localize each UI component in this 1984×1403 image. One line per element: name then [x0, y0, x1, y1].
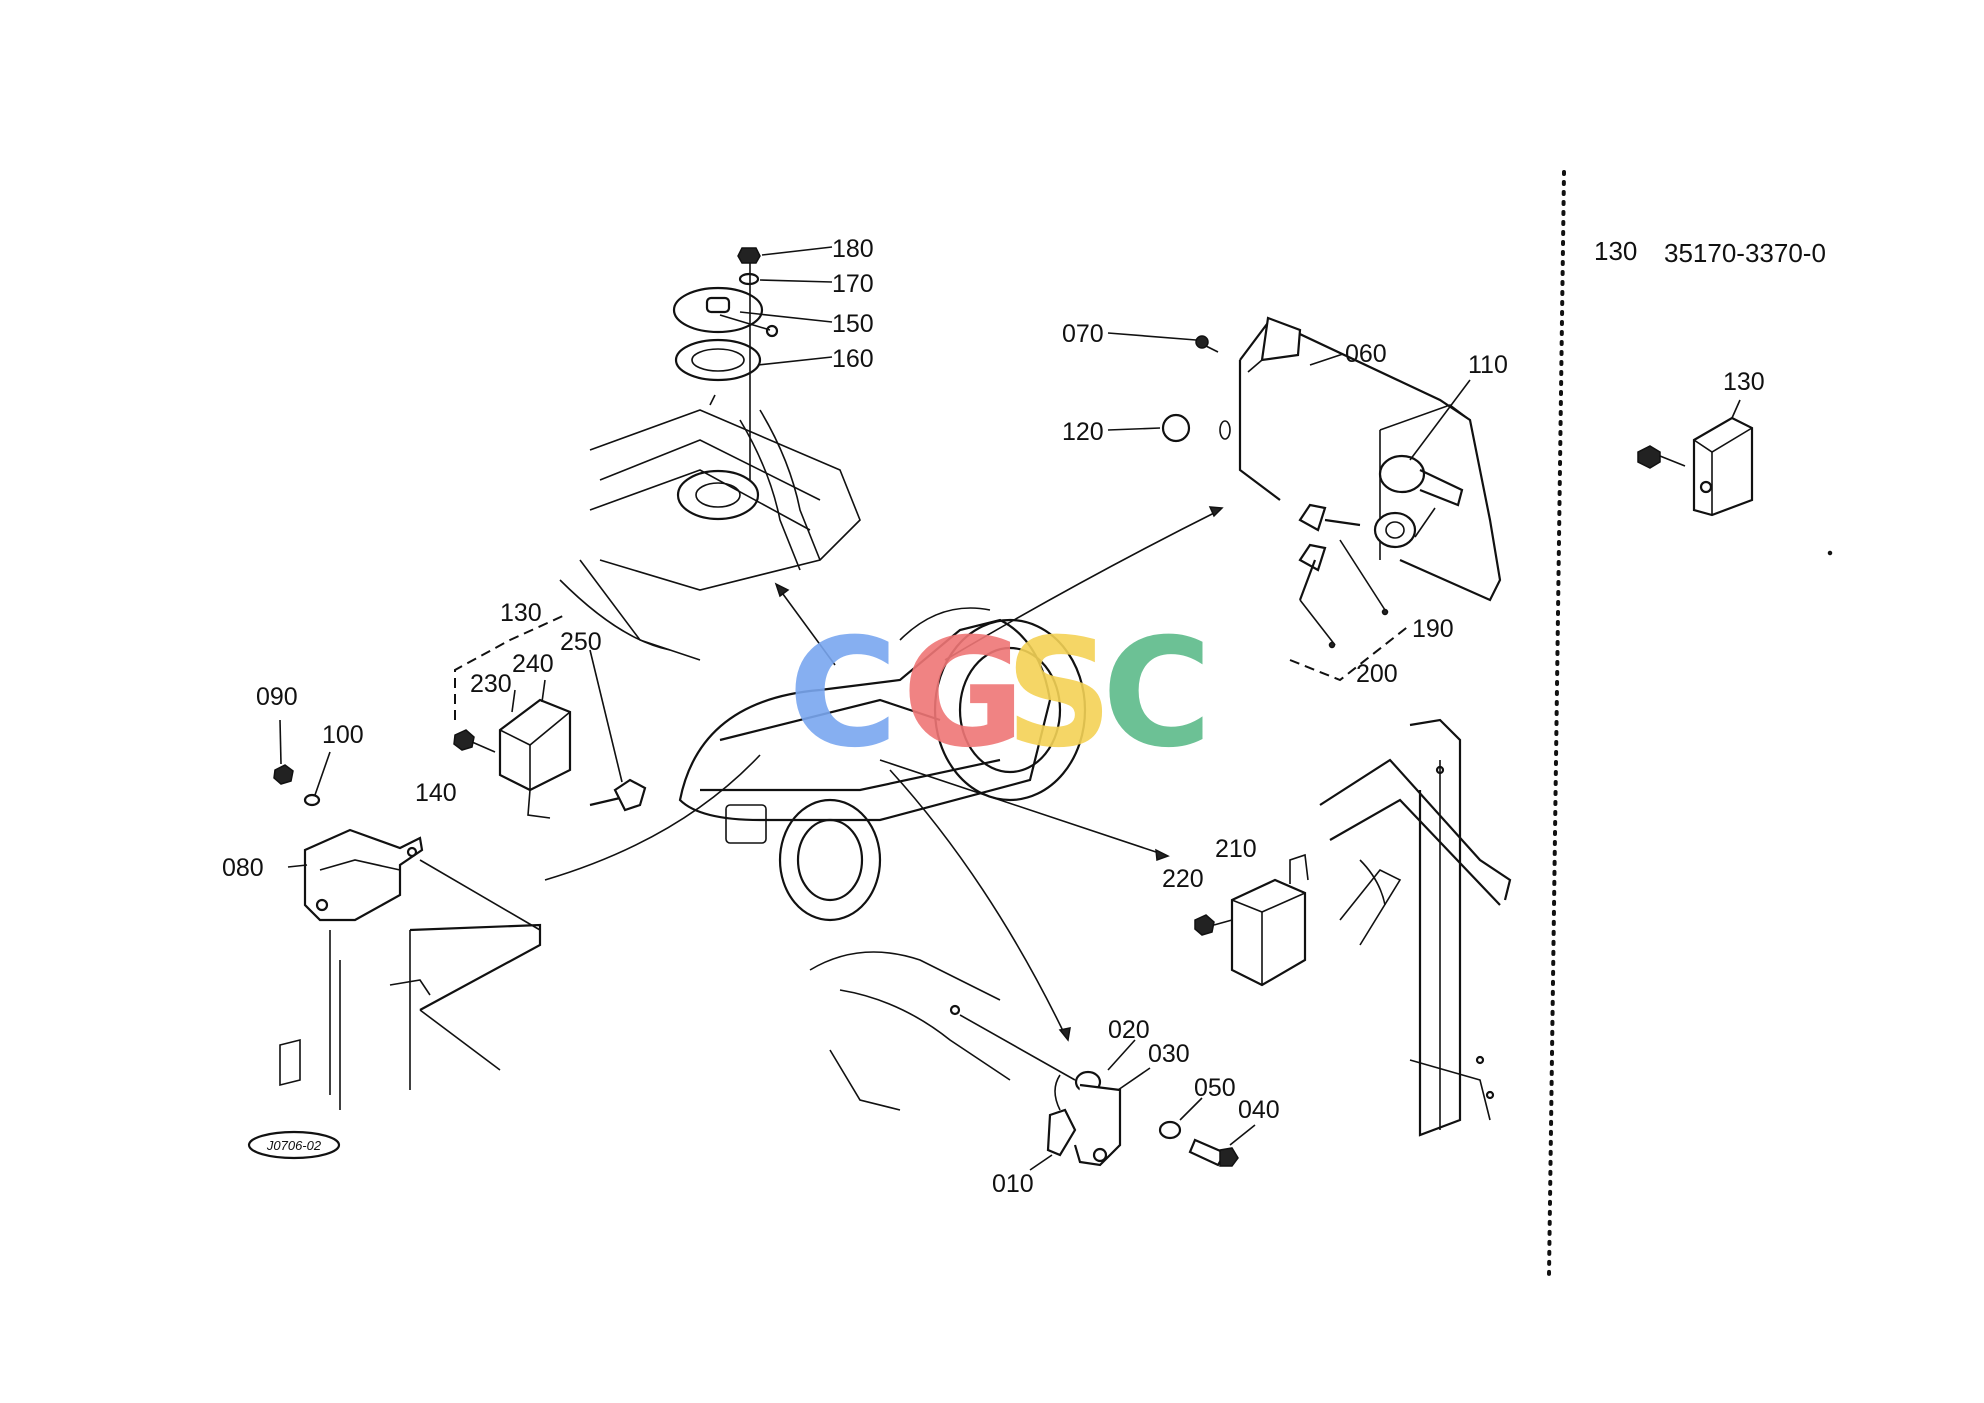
callout-leaders-top	[739, 246, 833, 366]
callout-030: 030	[1148, 1040, 1190, 1068]
callout-240: 240	[512, 650, 554, 678]
reference-arrows	[544, 506, 1224, 1042]
callout-140: 140	[415, 779, 457, 807]
watermark-letter-2: G	[902, 607, 1025, 781]
callout-190: 190	[1412, 615, 1454, 643]
callout-120: 120	[1062, 418, 1104, 446]
callout-170: 170	[832, 270, 874, 298]
panel-divider	[1547, 170, 1566, 1277]
callout-130: 130	[500, 599, 542, 627]
side-panel-part-130	[1637, 399, 1833, 556]
callout-210: 210	[1215, 835, 1257, 863]
side-part-number: 35170-3370-0	[1664, 238, 1826, 268]
key-switch-assembly	[1161, 316, 1502, 682]
fuel-sender-assembly	[559, 247, 861, 661]
drawing-number-text: J0706-02	[266, 1138, 322, 1153]
side-item-label: 130	[1723, 368, 1765, 396]
callout-060: 060	[1345, 340, 1387, 368]
flasher-assembly	[273, 719, 542, 1110]
tractor-outline	[678, 607, 1087, 922]
callout-220: 220	[1162, 865, 1204, 893]
side-ref-number: 130	[1594, 236, 1637, 266]
callout-leaders-right	[1107, 332, 1471, 538]
callout-200: 200	[1356, 660, 1398, 688]
callout-180: 180	[832, 235, 874, 263]
watermark-letter-4: C	[1102, 607, 1212, 781]
callout-040: 040	[1238, 1096, 1280, 1124]
cgsc-watermark: C G S C	[788, 607, 1212, 781]
callout-150: 150	[832, 310, 874, 338]
callout-100: 100	[322, 721, 364, 749]
sensor-switch-assembly	[809, 951, 1256, 1171]
callout-090: 090	[256, 683, 298, 711]
watermark-letter-1: C	[788, 607, 898, 781]
callout-250: 250	[560, 628, 602, 656]
callout-010: 010	[992, 1170, 1034, 1198]
relay-frame-assembly	[1194, 718, 1512, 1137]
callout-050: 050	[1194, 1074, 1236, 1102]
callout-080: 080	[222, 854, 264, 882]
callout-110: 110	[1468, 351, 1508, 379]
relay-assembly	[453, 614, 647, 819]
callout-230: 230	[470, 670, 512, 698]
callout-160: 160	[832, 345, 874, 373]
callout-070: 070	[1062, 320, 1104, 348]
watermark-letter-3: S	[1005, 607, 1113, 781]
drawing-number-stamp: J0706-02	[247, 1130, 341, 1160]
callout-020: 020	[1108, 1016, 1150, 1044]
